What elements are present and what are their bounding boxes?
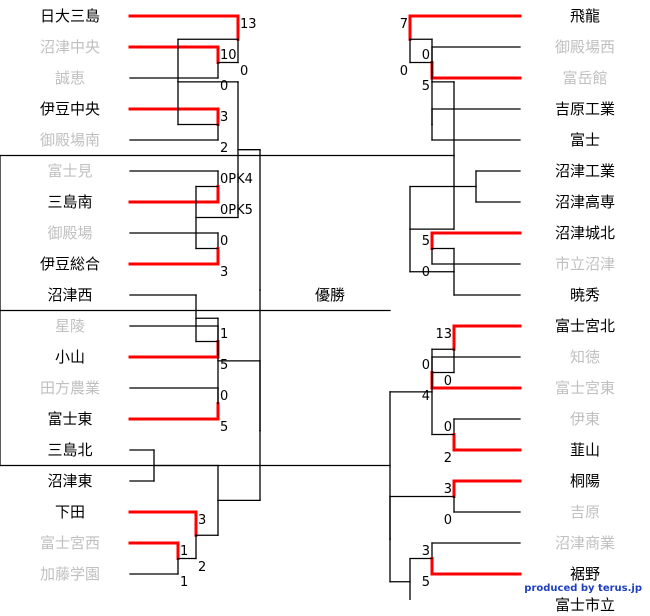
match-score: 3: [220, 265, 229, 280]
match-score: 7: [399, 17, 408, 32]
team-label: 沼津商業: [554, 534, 615, 552]
team-label: 御殿場西: [554, 38, 615, 56]
match-score: 5: [421, 234, 430, 249]
team-label: 暁秀: [569, 286, 600, 304]
team-label: 韮山: [569, 441, 600, 459]
match-score: 4: [421, 389, 430, 404]
team-label: 吉原: [569, 503, 600, 521]
team-label: 小山: [54, 348, 85, 366]
team-label: 田方農業: [39, 379, 100, 397]
team-label: 飛龍: [569, 7, 600, 25]
match-score: 0: [240, 63, 249, 79]
match-score: 10: [220, 48, 237, 63]
match-score: 5: [421, 79, 430, 94]
match-score: 2: [443, 451, 452, 466]
match-score: 1: [180, 544, 189, 559]
team-label: 三島南: [47, 193, 93, 211]
team-label: 富士東: [47, 410, 93, 428]
team-label: 沼津中央: [39, 38, 100, 56]
team-label: 伊東: [569, 410, 600, 428]
team-label: 御殿場南: [39, 131, 100, 149]
match-score: 1: [220, 327, 229, 342]
match-score: 5: [220, 420, 229, 435]
team-label: 富士: [569, 131, 600, 149]
match-score: 3: [220, 110, 229, 125]
match-score: 0: [443, 420, 452, 435]
final-label: 優勝: [314, 286, 345, 304]
match-score: 0PK4: [220, 172, 253, 187]
match-score: 3: [421, 544, 430, 559]
match-score: 0: [443, 373, 452, 389]
team-label: 市立沼津: [554, 255, 615, 273]
match-score: 3: [443, 482, 452, 497]
match-score: 0: [443, 513, 452, 528]
match-score: 5: [220, 358, 229, 373]
team-label: 富士市立: [554, 596, 615, 614]
team-label: 伊豆総合: [39, 255, 100, 273]
match-score: 0PK5: [220, 203, 253, 218]
match-score: 1: [180, 575, 189, 590]
team-label: 沼津工業: [554, 162, 615, 180]
team-label: 桐陽: [569, 472, 600, 490]
team-label: 下田: [54, 503, 85, 521]
match-score: 0: [220, 389, 229, 404]
match-score: 0: [220, 234, 229, 249]
team-label: 三島北: [47, 441, 93, 459]
team-label: 富士宮北: [554, 317, 615, 335]
team-label: 沼津西: [47, 286, 93, 304]
team-label: 裾野: [569, 565, 600, 583]
team-label: 星陵: [54, 317, 85, 335]
team-label: 吉原工業: [554, 100, 615, 118]
credit-link[interactable]: produced by terus.jp: [524, 583, 642, 594]
match-score: 0: [421, 358, 430, 373]
bracket-lines: [0, 14, 522, 600]
team-label: 知徳: [569, 348, 600, 366]
team-label: 沼津城北: [554, 224, 615, 242]
match-score: 0: [220, 79, 229, 94]
match-score: 5: [421, 575, 430, 590]
team-label: 沼津高専: [554, 193, 615, 211]
team-label: 加藤学園: [39, 565, 100, 583]
match-score: 0: [421, 48, 430, 63]
match-score: 0: [399, 63, 408, 79]
match-score: 0: [421, 265, 430, 280]
team-label: 御殿場: [47, 224, 93, 242]
team-label: 富士宮西: [39, 534, 100, 552]
team-label: 沼津東: [47, 472, 93, 490]
team-label: 富士見: [47, 162, 93, 180]
match-score: 2: [198, 559, 207, 575]
match-score: 13: [435, 327, 452, 342]
team-label: 富岳館: [562, 69, 608, 87]
match-score: 2: [220, 141, 229, 156]
match-score: 13: [240, 17, 257, 32]
team-label: 富士宮東: [554, 379, 615, 397]
team-label: 日大三島: [39, 7, 100, 25]
match-score: 3: [198, 513, 207, 528]
team-label: 伊豆中央: [39, 100, 100, 118]
team-label: 誠恵: [54, 69, 85, 87]
